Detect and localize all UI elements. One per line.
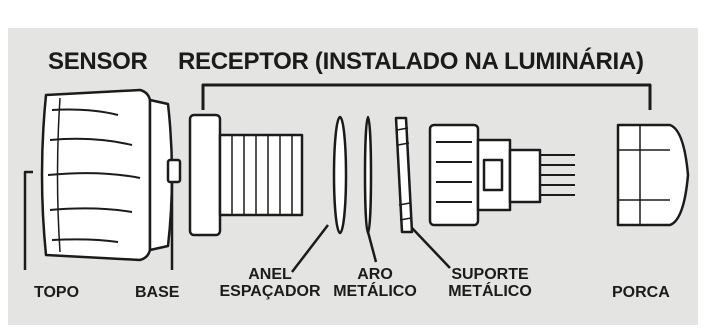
aro-label-line2: METÁLICO — [333, 283, 417, 300]
suporte-leader-line — [411, 227, 451, 269]
sensor-base-part — [148, 98, 182, 252]
receptor-bracket — [201, 83, 652, 110]
receptor-body-part — [188, 113, 304, 237]
aro-metalico-label: ARO METÁLICO — [330, 266, 420, 300]
anel-espacador-label: ANEL ESPAÇADOR — [216, 266, 324, 300]
suporte-label-line2: METÁLICO — [448, 283, 532, 300]
aro-leader-line — [366, 231, 378, 263]
porca-part — [616, 123, 690, 227]
aro-label-line1: ARO — [357, 266, 393, 283]
receptor-title: RECEPTOR (INSTALADO NA LUMINÁRIA) — [178, 48, 644, 75]
aro-metalico-part — [363, 115, 373, 235]
anel-label-line1: ANEL — [248, 266, 292, 283]
anel-leader-line — [291, 224, 329, 273]
suporte-label-line1: SUPORTE — [451, 266, 529, 283]
sensor-topo-part — [40, 88, 152, 262]
connector-part — [428, 123, 575, 227]
suporte-metalico-part — [394, 116, 414, 234]
sensor-title: SENSOR — [48, 48, 148, 75]
topo-label: TOPO — [34, 284, 80, 301]
porca-label: PORCA — [612, 284, 670, 301]
base-label: BASE — [135, 284, 180, 301]
anel-espacador-part — [332, 115, 348, 235]
anel-label-line2: ESPAÇADOR — [219, 283, 321, 300]
suporte-metalico-label: SUPORTE METÁLICO — [440, 266, 540, 300]
topo-leader-line — [23, 170, 33, 270]
